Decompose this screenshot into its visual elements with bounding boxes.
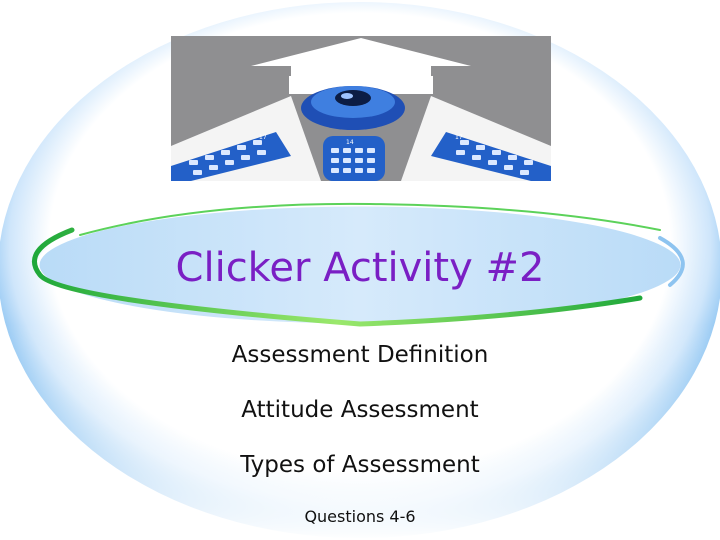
remote-left-label: 17 [259, 134, 267, 141]
item-attitude-assessment: Attitude Assessment [241, 397, 479, 423]
remote-center-icon: 14 [323, 136, 385, 181]
title-band [32, 202, 685, 327]
slide-title: Clicker Activity #2 [175, 245, 545, 291]
item-types-of-assessment: Types of Assessment [240, 452, 480, 478]
remote-center-label: 14 [346, 139, 354, 146]
remote-left-icon [171, 132, 291, 181]
clicker-photo: 14 17 17 [171, 36, 551, 181]
remote-right-icon [431, 132, 551, 181]
item-assessment-definition: Assessment Definition [231, 342, 489, 368]
questions-note: Questions 4-6 [304, 507, 416, 526]
remote-right-label: 17 [455, 134, 463, 141]
